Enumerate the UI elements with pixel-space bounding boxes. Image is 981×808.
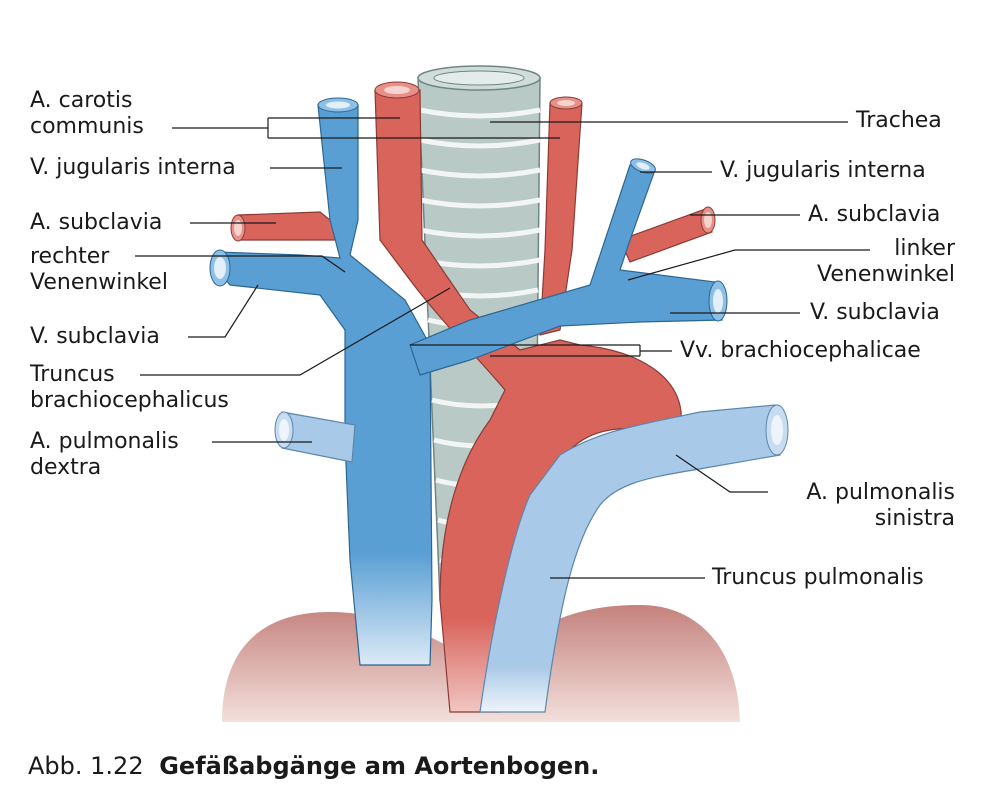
label-subclavia-art-right: A. subclavia: [30, 210, 163, 235]
label-subclavia-art-left: A. subclavia: [808, 202, 941, 227]
label-subclavia-vein-right: V. subclavia: [30, 324, 160, 349]
label-vv-brachio: Vv. brachiocephalicae: [680, 338, 921, 363]
label-pulmonalis-sinistra: A. pulmonalis sinistra: [806, 480, 955, 531]
label-jugularis-right: V. jugularis interna: [30, 155, 236, 180]
leader-venenwinkel-left: [627, 249, 870, 281]
label-jugularis-left: V. jugularis interna: [720, 158, 926, 183]
subclavia-artery-right: [230, 211, 341, 242]
label-trachea: Trachea: [856, 108, 942, 133]
label-truncus-brachio: Truncus brachiocephalicus: [30, 362, 229, 413]
leader-venenwinkel-right: [135, 255, 346, 273]
leader-vv-brachio: [410, 344, 672, 357]
leader-pulmonalis-sinistra: [675, 454, 768, 493]
label-truncus-pulmonalis: Truncus pulmonalis: [712, 565, 924, 590]
figure-caption: Abb. 1.22 Gefäßabgänge am Aortenbogen.: [28, 752, 599, 780]
subclavia-artery-left: [619, 206, 716, 263]
leader-truncus-brachio: [140, 287, 451, 376]
leader-subclavia-vein-right: [188, 284, 259, 338]
label-subclavia-vein-left: V. subclavia: [810, 300, 940, 325]
vena-brachiocephalica-left: [409, 158, 728, 376]
aortic-arch-diagram: [135, 65, 870, 722]
caption-title: Gefäßabgänge am Aortenbogen.: [159, 752, 600, 780]
pulmonalis-dextra: [274, 411, 356, 463]
truncus-pulmonalis-shape: [479, 404, 789, 713]
leader-carotis: [172, 117, 560, 139]
label-venenwinkel-left: linker Venenwinkel: [817, 236, 955, 287]
label-carotis: A. carotis communis: [30, 88, 144, 139]
leader-lines: [135, 117, 870, 579]
carotis-left: [539, 96, 583, 336]
caption-number: Abb. 1.22: [28, 752, 144, 780]
label-pulmonalis-dextra: A. pulmonalis dextra: [30, 429, 179, 480]
vena-cava-superior: [209, 97, 433, 666]
label-venenwinkel-right: rechter Venenwinkel: [30, 244, 168, 295]
